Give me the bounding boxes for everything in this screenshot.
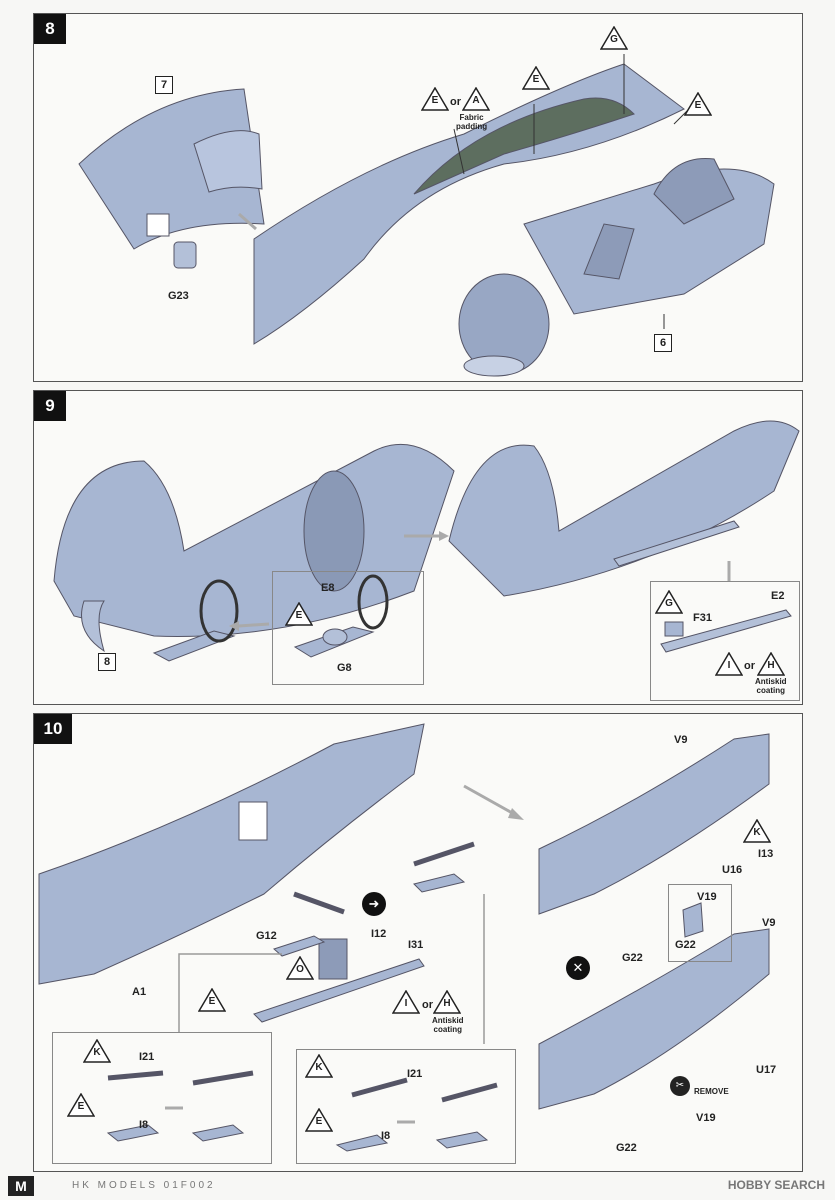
part-u16: U16	[722, 864, 743, 876]
inset-f31-e2: G F31 E2 I or H Antiskid coating	[650, 581, 800, 701]
brand-code: HK MODELS 01F002	[72, 1180, 216, 1191]
part-v9: V9	[674, 734, 688, 746]
or-text: or	[450, 96, 461, 108]
step-number: 10	[34, 714, 72, 744]
antiskid-note: Antiskid coating	[432, 1016, 464, 1034]
remove-icon: ✂	[670, 1076, 690, 1096]
callout-e: E	[305, 1108, 333, 1132]
callout-k: K	[743, 819, 771, 843]
callout-g: G	[655, 590, 683, 614]
fabric-padding-note: Fabric padding	[456, 113, 488, 131]
callout-e-or-a-e: E	[421, 87, 449, 111]
remove-label: REMOVE	[694, 1087, 729, 1096]
direction-icon: ✕	[566, 956, 590, 980]
ref-step-8: 8	[98, 653, 116, 671]
inset-gun-middle: K I21 E I8	[296, 1049, 516, 1164]
part-i21: I21	[139, 1051, 155, 1063]
callout-e: E	[67, 1093, 95, 1117]
callout-e-right: E	[684, 92, 712, 116]
part-e2: E2	[771, 590, 785, 602]
callout-i: I	[392, 990, 420, 1014]
part-a1: A1	[132, 986, 147, 998]
part-v19: V19	[697, 891, 717, 903]
part-v19: V19	[696, 1112, 716, 1124]
part-i31: I31	[408, 939, 424, 951]
callout-e-top: E	[522, 66, 550, 90]
step-10-panel: 10 ➜ ✕ A1 G12 I12 I31 O E I	[33, 713, 803, 1172]
part-i21: I21	[407, 1068, 423, 1080]
step-10-illustration	[38, 723, 770, 1110]
step-8-panel: 8 7 6 G23 G E E E or	[33, 13, 803, 382]
direction-icon: ➜	[362, 892, 386, 916]
part-e8: E8	[321, 582, 335, 594]
part-i8: I8	[381, 1130, 391, 1142]
step-9-panel: 9 8 E8 G8 E	[33, 390, 803, 705]
or-text: or	[422, 999, 433, 1011]
part-g22: G22	[616, 1142, 637, 1154]
part-g23: G23	[168, 290, 189, 302]
inset-e8-g8: E8 G8 E	[272, 571, 424, 685]
part-g22: G22	[675, 939, 696, 951]
part-v9: V9	[762, 917, 776, 929]
step-9-illustration	[53, 420, 800, 662]
callout-e: E	[285, 602, 313, 626]
part-g8: G8	[337, 662, 352, 674]
part-g12: G12	[256, 930, 277, 942]
callout-g: G	[600, 26, 628, 50]
part-i13: I13	[758, 848, 774, 860]
footer: M HK MODELS 01F002 HOBBY SEARCH	[0, 1172, 835, 1200]
callout-i: I	[715, 652, 743, 676]
inset-gun-left: K I21 E I8	[52, 1032, 272, 1164]
hk-logo: M	[8, 1176, 34, 1196]
or-text: or	[744, 660, 755, 672]
step-number: 8	[34, 14, 66, 44]
ref-step-6: 6	[654, 334, 672, 352]
watermark: HOBBY SEARCH	[727, 1178, 825, 1192]
antiskid-note: Antiskid coating	[755, 677, 787, 695]
part-f31: F31	[693, 612, 712, 624]
part-i12: I12	[371, 928, 387, 940]
callout-e-or-a-a: A	[462, 87, 490, 111]
step-8-illustration	[78, 54, 775, 377]
inset-v19: V19 G22	[668, 884, 732, 962]
callout-e: E	[198, 988, 226, 1012]
callout-o: O	[286, 956, 314, 980]
ref-step-7: 7	[155, 76, 173, 94]
step-number: 9	[34, 391, 66, 421]
part-i8: I8	[139, 1119, 149, 1131]
callout-h: H	[433, 990, 461, 1014]
callout-k: K	[305, 1054, 333, 1078]
callout-h: H	[757, 652, 785, 676]
part-u17: U17	[756, 1064, 777, 1076]
part-g22: G22	[622, 952, 643, 964]
callout-k: K	[83, 1039, 111, 1063]
